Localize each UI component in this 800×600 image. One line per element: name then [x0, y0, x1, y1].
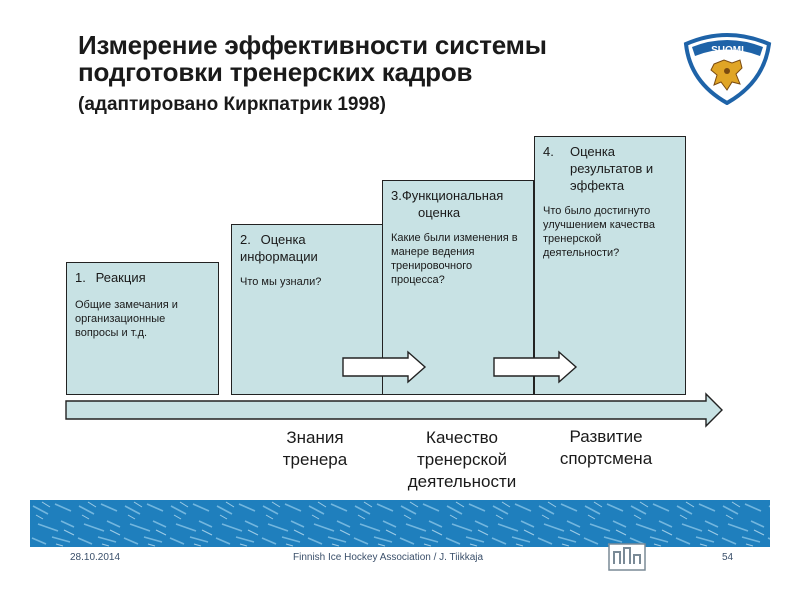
footer-page-number: 54	[722, 552, 734, 563]
outcome-2-line-2: тренерской	[416, 450, 508, 469]
footer-credit: Finnish Ice Hockey Association / J. Tiik…	[293, 552, 484, 563]
step-1-reaction: 1. Реакция Общие замечания и организацио…	[66, 262, 219, 395]
suomi-logo: SUOMI	[683, 33, 772, 105]
step-3-label-line-2: оценка	[418, 205, 461, 220]
page-title: Измерение эффективности системы подготов…	[78, 32, 547, 86]
outcome-athlete-development: Развитие спортсмена	[546, 426, 666, 470]
step-3-number: 3.	[391, 188, 402, 203]
outcome-1-line-1: Знания	[286, 428, 344, 447]
page-subtitle: (адаптировано Киркпатрик 1998)	[78, 94, 386, 115]
step-4-label: Оценка результатов и эффекта	[570, 144, 654, 193]
step-1-label: Реакция	[95, 270, 146, 285]
step-2-information: 2. Оценка информации Что мы узнали?	[231, 224, 383, 395]
step-1-number: 1.	[75, 270, 86, 285]
footer-date: 28.10.2014	[70, 552, 121, 563]
step-3-description: Какие были изменения в манере ведения тр…	[391, 232, 518, 286]
step-4-number: 4.	[543, 144, 554, 159]
step-2-description: Что мы узнали?	[240, 276, 322, 288]
title-line-2: подготовки тренерских кадров	[78, 57, 473, 87]
step-2-number: 2.	[240, 232, 251, 247]
step-1-description: Общие замечания и организационные вопрос…	[75, 299, 178, 339]
step-2-label: Оценка информации	[240, 232, 318, 264]
outcome-1-line-2: тренера	[282, 450, 348, 469]
outcome-coaching-quality: Качество тренерской деятельности	[392, 427, 532, 493]
logo-text: SUOMI	[711, 45, 744, 56]
footer-hockey-icon	[608, 543, 646, 571]
step-4-results: 4. Оценка результатов и эффекта Что было…	[534, 136, 686, 395]
step-4-description: Что было достигнуто улучшением качества …	[543, 205, 655, 259]
progress-arrow	[65, 392, 723, 428]
title-line-1: Измерение эффективности системы	[78, 30, 547, 60]
outcome-2-line-1: Качество	[426, 428, 498, 447]
outcome-coach-knowledge: Знания тренера	[260, 427, 370, 471]
outcome-3-line-1: Развитие	[569, 427, 643, 446]
step-3-functional: 3.Функциональная оценка Какие были измен…	[382, 180, 534, 395]
outcome-3-line-2: спортсмена	[559, 449, 653, 468]
step-3-label-line-1: Функциональная	[401, 188, 504, 203]
outcome-2-line-3: деятельности	[407, 472, 517, 491]
decorative-band	[30, 500, 770, 547]
